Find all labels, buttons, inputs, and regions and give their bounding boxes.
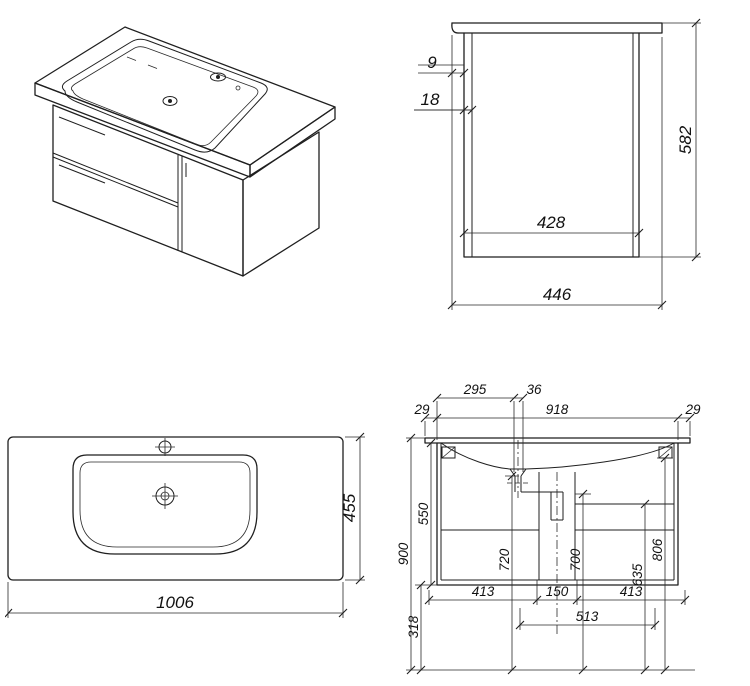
top-view: 1006 455 (5, 432, 365, 618)
dim-29-left: 29 (413, 402, 430, 417)
dim-428: 428 (537, 213, 566, 232)
top-dimensions: 1006 455 (5, 432, 365, 618)
dim-550: 550 (416, 502, 431, 525)
dim-918: 918 (546, 402, 569, 417)
front-cabinet (436, 442, 679, 586)
side-cabinet (463, 32, 640, 258)
top-basin (72, 454, 258, 555)
isometric-view (34, 26, 336, 277)
dim-455: 455 (340, 493, 359, 522)
dim-582: 582 (676, 125, 695, 154)
siphon-trap (507, 440, 564, 635)
side-dimensions: 9 18 428 446 582 (414, 18, 701, 310)
dim-29-right: 29 (684, 402, 701, 417)
dim-900: 900 (396, 542, 411, 565)
dim-446: 446 (543, 285, 572, 304)
dim-513: 513 (576, 609, 599, 624)
dim-36: 36 (526, 382, 542, 397)
cabinet-outline (52, 104, 320, 277)
drawer-fronts (52, 116, 187, 253)
dim-413-right: 413 (620, 584, 643, 599)
front-countertop (424, 437, 691, 470)
dim-413-left: 413 (472, 584, 495, 599)
sink-basin-outline (61, 38, 268, 153)
dim-295: 295 (463, 382, 487, 397)
top-countertop (7, 436, 344, 581)
dim-18: 18 (421, 90, 440, 109)
dim-720: 720 (497, 548, 512, 571)
dim-700: 700 (568, 548, 583, 571)
front-view: 295 36 29 918 29 550 900 318 720 700 635… (396, 382, 701, 675)
top-drain (152, 483, 178, 509)
drain-hole (162, 96, 178, 106)
dim-1006: 1006 (156, 593, 194, 612)
dim-9: 9 (427, 53, 437, 72)
side-view: 9 18 428 446 582 (414, 18, 701, 310)
front-dimensions: 295 36 29 918 29 550 900 318 720 700 635… (396, 382, 701, 675)
top-faucet-hole (155, 438, 175, 456)
side-countertop (451, 22, 663, 34)
dim-635: 635 (630, 563, 645, 586)
wall-hanger-left (441, 446, 456, 459)
countertop-outline (34, 26, 336, 178)
dim-318: 318 (406, 615, 421, 638)
dim-806: 806 (650, 538, 665, 561)
dim-150: 150 (546, 584, 569, 599)
faucet-hole (210, 72, 241, 91)
